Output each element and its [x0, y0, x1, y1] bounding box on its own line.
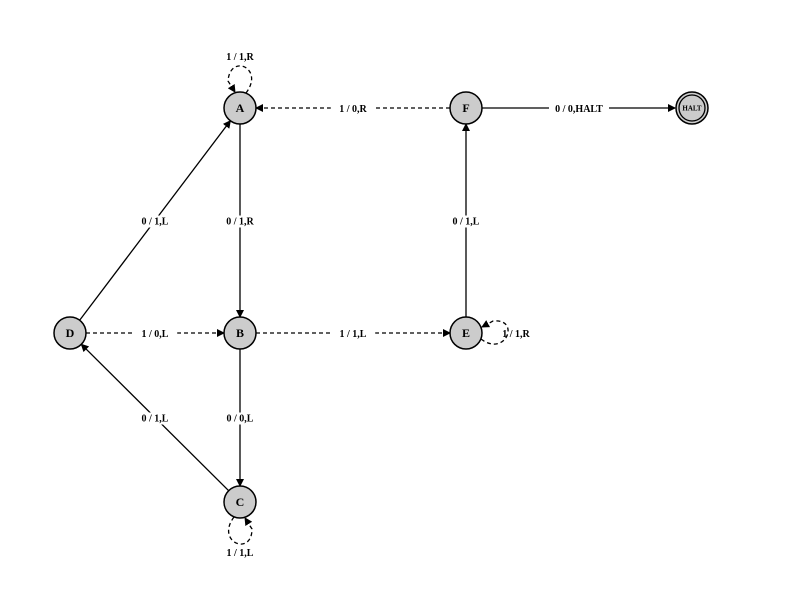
edge-label: 1 / 0,R [339, 104, 367, 115]
state-node-a[interactable]: A [223, 91, 257, 125]
edge-label: 1 / 1,R [502, 329, 530, 340]
state-node-b[interactable]: B [223, 316, 257, 350]
state-label: C [236, 495, 245, 509]
edge-label: 0 / 1,L [142, 414, 169, 425]
edge-label: 0 / 0,HALT [555, 104, 603, 115]
state-circle [449, 316, 483, 350]
edge-A-B: 0 / 1,R [217, 124, 263, 318]
edge-label: 1 / 0,L [142, 329, 169, 340]
state-node-c[interactable]: C [223, 485, 257, 519]
edge-label: 0 / 1,L [142, 217, 169, 228]
state-label: HALT [682, 105, 702, 113]
edge-label: 0 / 1,L [453, 217, 480, 228]
edge-C-D: 0 / 1,L [80, 343, 230, 492]
state-label: D [66, 326, 75, 340]
state-node-d[interactable]: D [53, 316, 87, 350]
edge-label: 1 / 1,R [226, 52, 254, 63]
accepting-ring [678, 94, 706, 122]
edge-A-A: 1 / 1,R [226, 52, 255, 94]
state-circle [223, 485, 257, 519]
edge-D-A: 0 / 1,L [79, 119, 231, 321]
edge-label: 1 / 1,L [340, 329, 367, 340]
state-circle [223, 316, 257, 350]
state-node-f[interactable]: F [449, 91, 483, 125]
state-circle [53, 316, 87, 350]
edge-B-E: 1 / 1,L [256, 328, 451, 340]
state-circle [675, 91, 709, 125]
state-circle [449, 91, 483, 125]
state-node-e[interactable]: E [449, 316, 483, 350]
edge-F-A: 1 / 0,R [255, 103, 450, 115]
state-node-halt[interactable]: HALT [675, 91, 709, 125]
edge-label: 1 / 1,L [227, 548, 254, 559]
edge-E-E: 1 / 1,R [480, 320, 531, 345]
edge-label: 0 / 0,L [227, 414, 254, 425]
state-label: A [236, 101, 245, 115]
edge-B-C: 0 / 0,L [217, 349, 263, 487]
edge-E-F: 0 / 1,L [443, 123, 489, 317]
edge-D-B: 1 / 0,L [86, 328, 225, 340]
edge-label: 0 / 1,R [226, 217, 254, 228]
self-loop-arrow [480, 320, 509, 345]
self-loop-arrow [227, 65, 253, 94]
edge-F-HALT: 0 / 0,HALT [482, 103, 676, 115]
state-label: F [462, 101, 469, 115]
state-label: B [236, 326, 244, 340]
self-loop-arrow [227, 516, 253, 545]
state-circle [223, 91, 257, 125]
state-label: E [462, 326, 470, 340]
edge-C-C: 1 / 1,L [227, 516, 254, 559]
